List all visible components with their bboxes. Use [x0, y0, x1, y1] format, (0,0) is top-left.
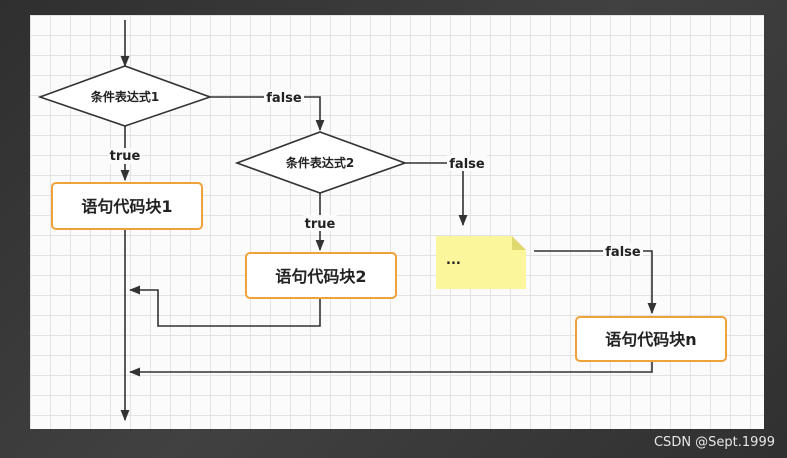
watermark: CSDN @Sept.1999 — [653, 435, 775, 450]
process-block2: 语句代码块2 — [245, 252, 397, 299]
edge-cond2-false — [405, 162, 468, 227]
edge-ellipsis-false — [534, 250, 657, 315]
decision-condition2: 条件表达式2 — [234, 131, 408, 194]
edge-label-true-2: true — [305, 217, 336, 232]
edge-blockn-merge — [128, 361, 653, 377]
ellipsis-label: ... — [446, 253, 461, 268]
edge-cond1-false — [210, 96, 325, 132]
edge-label-false-3: false — [605, 245, 641, 260]
condition1-label: 条件表达式1 — [90, 89, 159, 104]
condition2-label: 条件表达式2 — [285, 155, 354, 170]
blockn-label: 语句代码块n — [605, 330, 696, 349]
block2-label: 语句代码块2 — [275, 267, 366, 286]
edge-label-false-2: false — [449, 157, 485, 172]
edge-label-false-1: false — [266, 91, 302, 106]
decision-condition1: 条件表达式1 — [37, 65, 213, 127]
edge-block2-merge — [128, 285, 321, 327]
block1-label: 语句代码块1 — [81, 197, 172, 216]
process-blockn: 语句代码块n — [575, 316, 727, 362]
process-block1: 语句代码块1 — [51, 182, 203, 230]
ellipsis-note: ... — [436, 236, 526, 289]
edge-label-true-1: true — [110, 149, 141, 164]
